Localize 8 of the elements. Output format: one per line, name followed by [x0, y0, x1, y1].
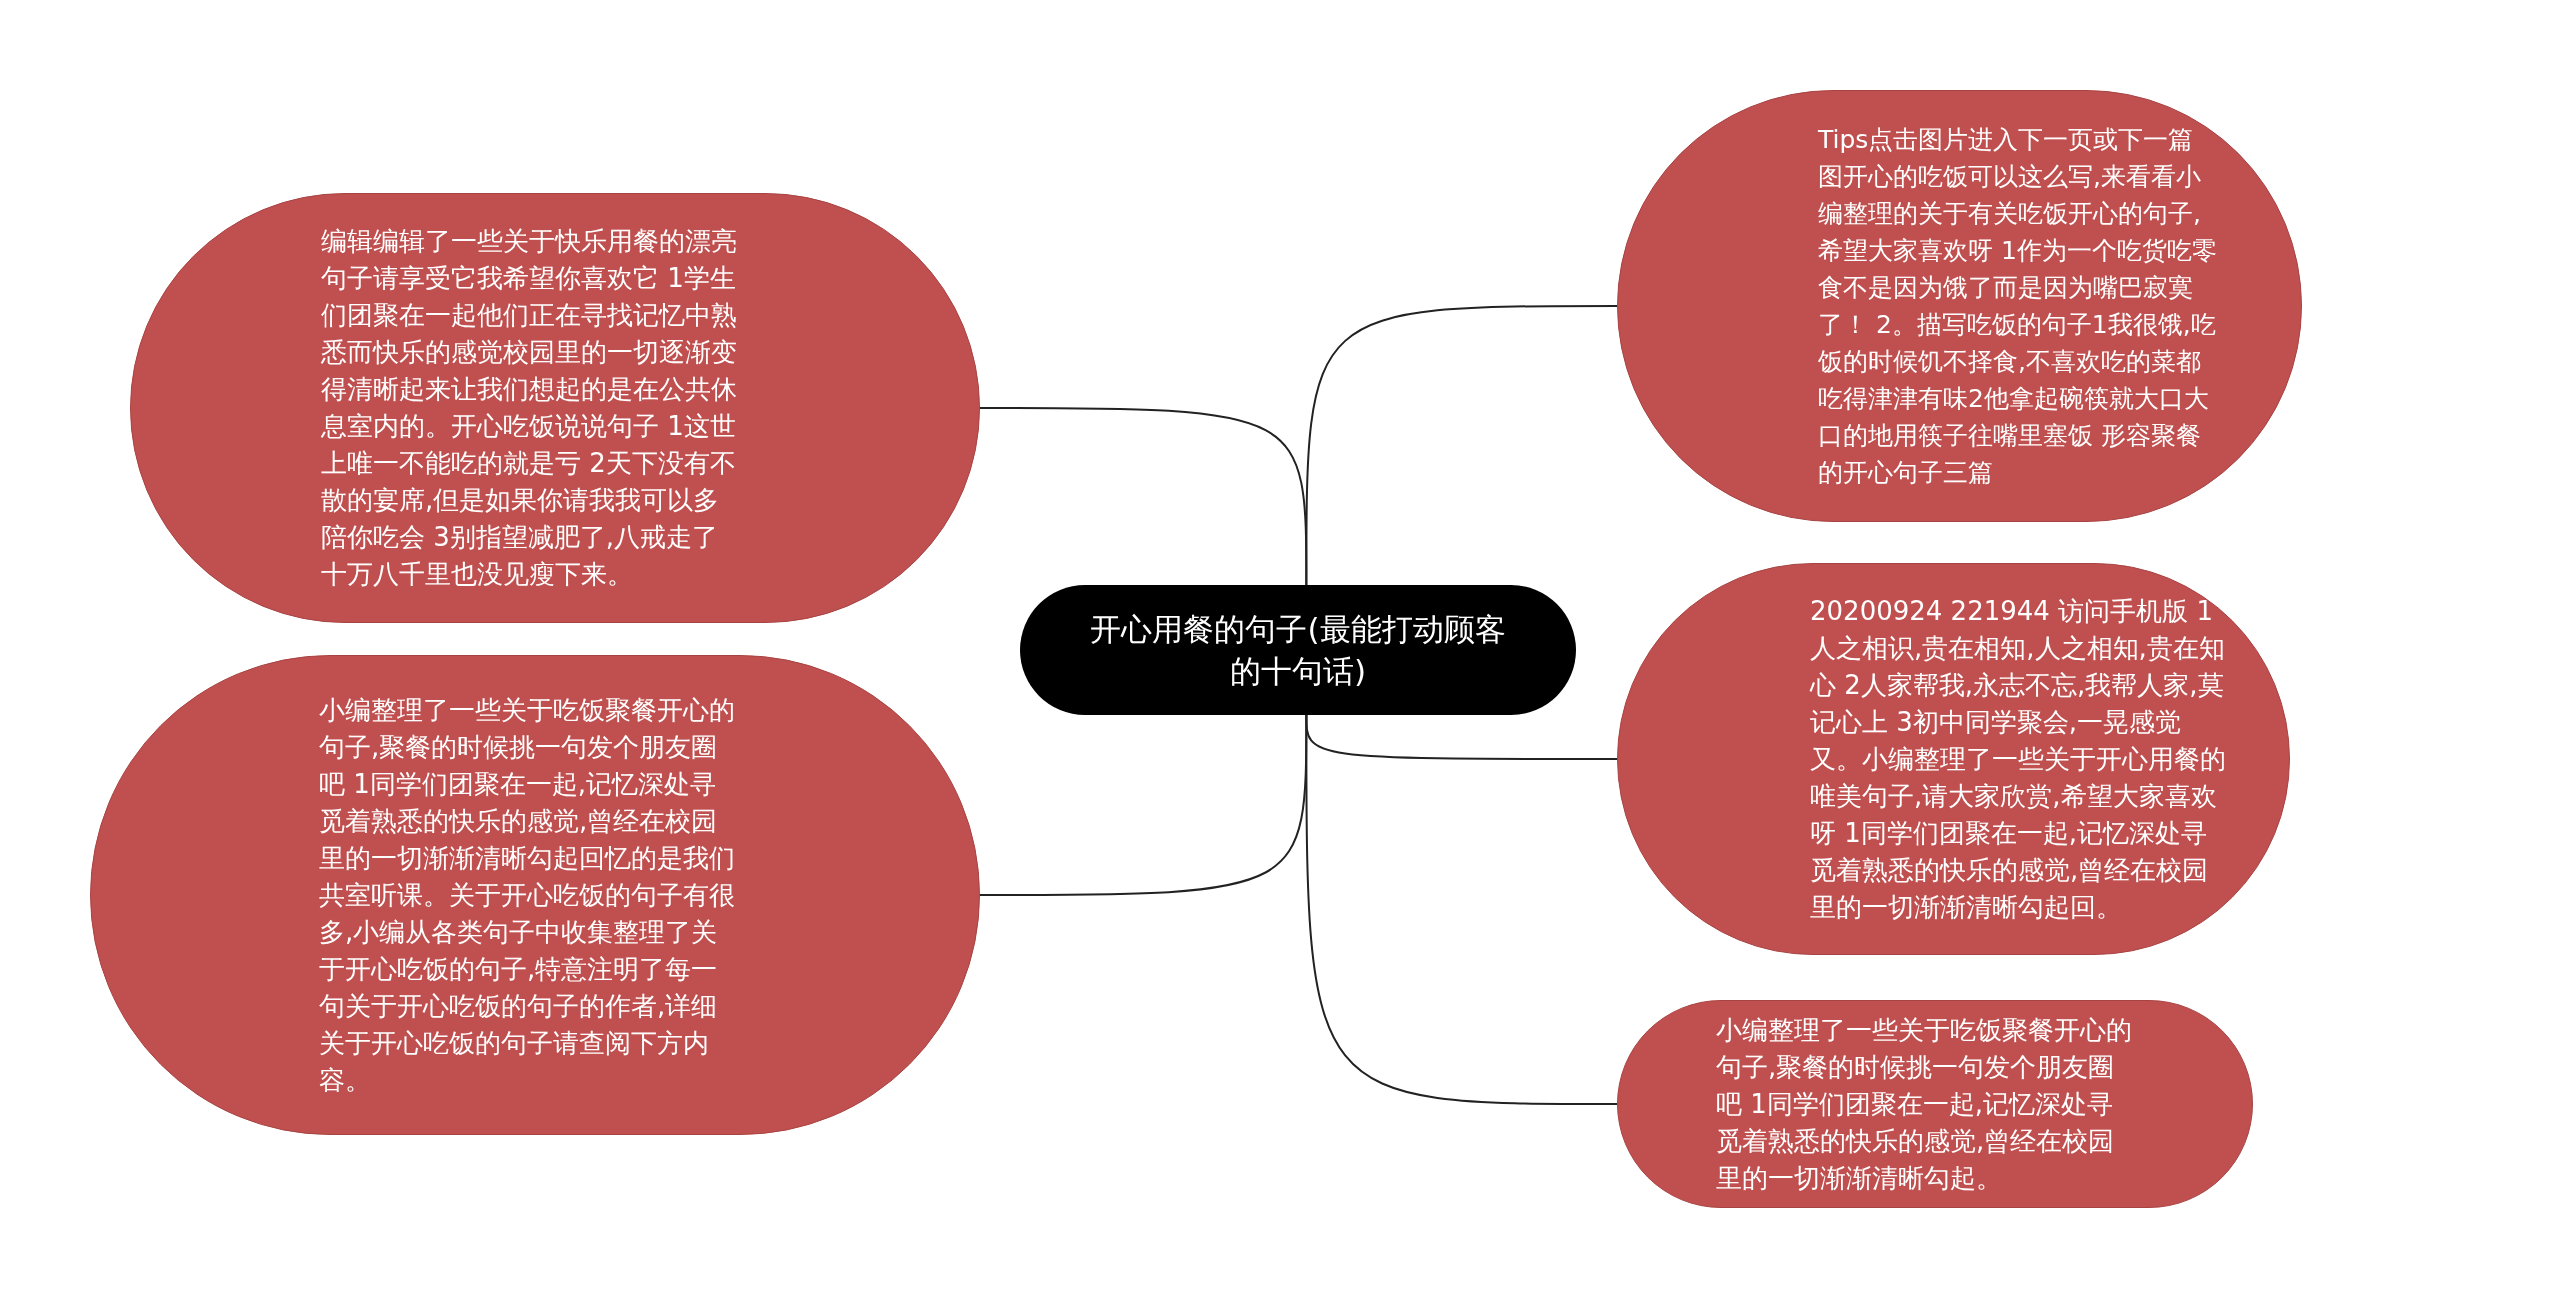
topic-text: 编辑编辑了一些关于快乐用餐的漂亮句子请享受它我希望你喜欢它 1学生们团聚在一起他们正在寻找记忆中熟悉而快乐的感觉校园里的一切逐渐变得清晰起来让我们想起的是在公共休息室内的。开心吃饭说说句子 1这世上唯一不能吃的就是亏 2天下没有不散的宴席,但是如果你请我我可以多陪你吃会 3别指望减肥了,八戒走了十万八千里也没见瘦下来。 [321, 225, 738, 591]
topic-text: 小编整理了一些关于吃饭聚餐开心的句子,聚餐的时候挑一句发个朋友圈吧 1同学们团聚在一起,记忆深处寻觅着熟悉的快乐的感觉,曾经在校园里的一切渐渐清晰勾起。 [1716, 1013, 2133, 1195]
connector-line [979, 407, 1308, 586]
connector-line [979, 714, 1308, 896]
central-topic-text: 开心用餐的句子(最能打动顾客的十句话) [1089, 610, 1507, 691]
topic-text: 小编整理了一些关于吃饭聚餐开心的句子,聚餐的时候挑一句发个朋友圈吧 1同学们团聚在一起,记忆深处寻觅着熟悉的快乐的感觉,曾经在校园里的一切渐渐清晰勾起回忆的是我们共室听课。关于开心吃饭的句子有很多,小编从各类句子中收集整理了关于开心吃饭的句子,特意注明了每一句关于开心吃饭的句子的作者,详细关于开心吃饭的句子请查阅下方内容。 [319, 693, 736, 1097]
topic-text: Tips点击图片进入下一页或下一篇图开心的吃饭可以这么写,来看看小编整理的关于有关吃饭开心的句子,希望大家喜欢呀 1作为一个吃货吃零食不是因为饿了而是因为嘴巴寂寞了！ 2。描写吃饭的句子1我很饿,吃饭的时候饥不择食,不喜欢吃的菜都吃得津津有味2他拿起碗筷就大口大口的地用筷子往嘴里塞饭 形容聚餐的开心句子三篇 [1818, 124, 2218, 489]
topic-text: 20200924 221944 访问手机版 1人之相识,贵在相知,人之相知,贵在知心 2人家帮我,永志不忘,我帮人家,莫记心上 3初中同学聚会,一晃感觉又。小编整理了一些关于开心用餐的唯美句子,请大家欣赏,希望大家喜欢呀 1同学们团聚在一起,记忆深处寻觅着熟悉的快乐的感觉,曾经在校园里的一切渐渐清晰勾起回。 [1810, 594, 2227, 924]
